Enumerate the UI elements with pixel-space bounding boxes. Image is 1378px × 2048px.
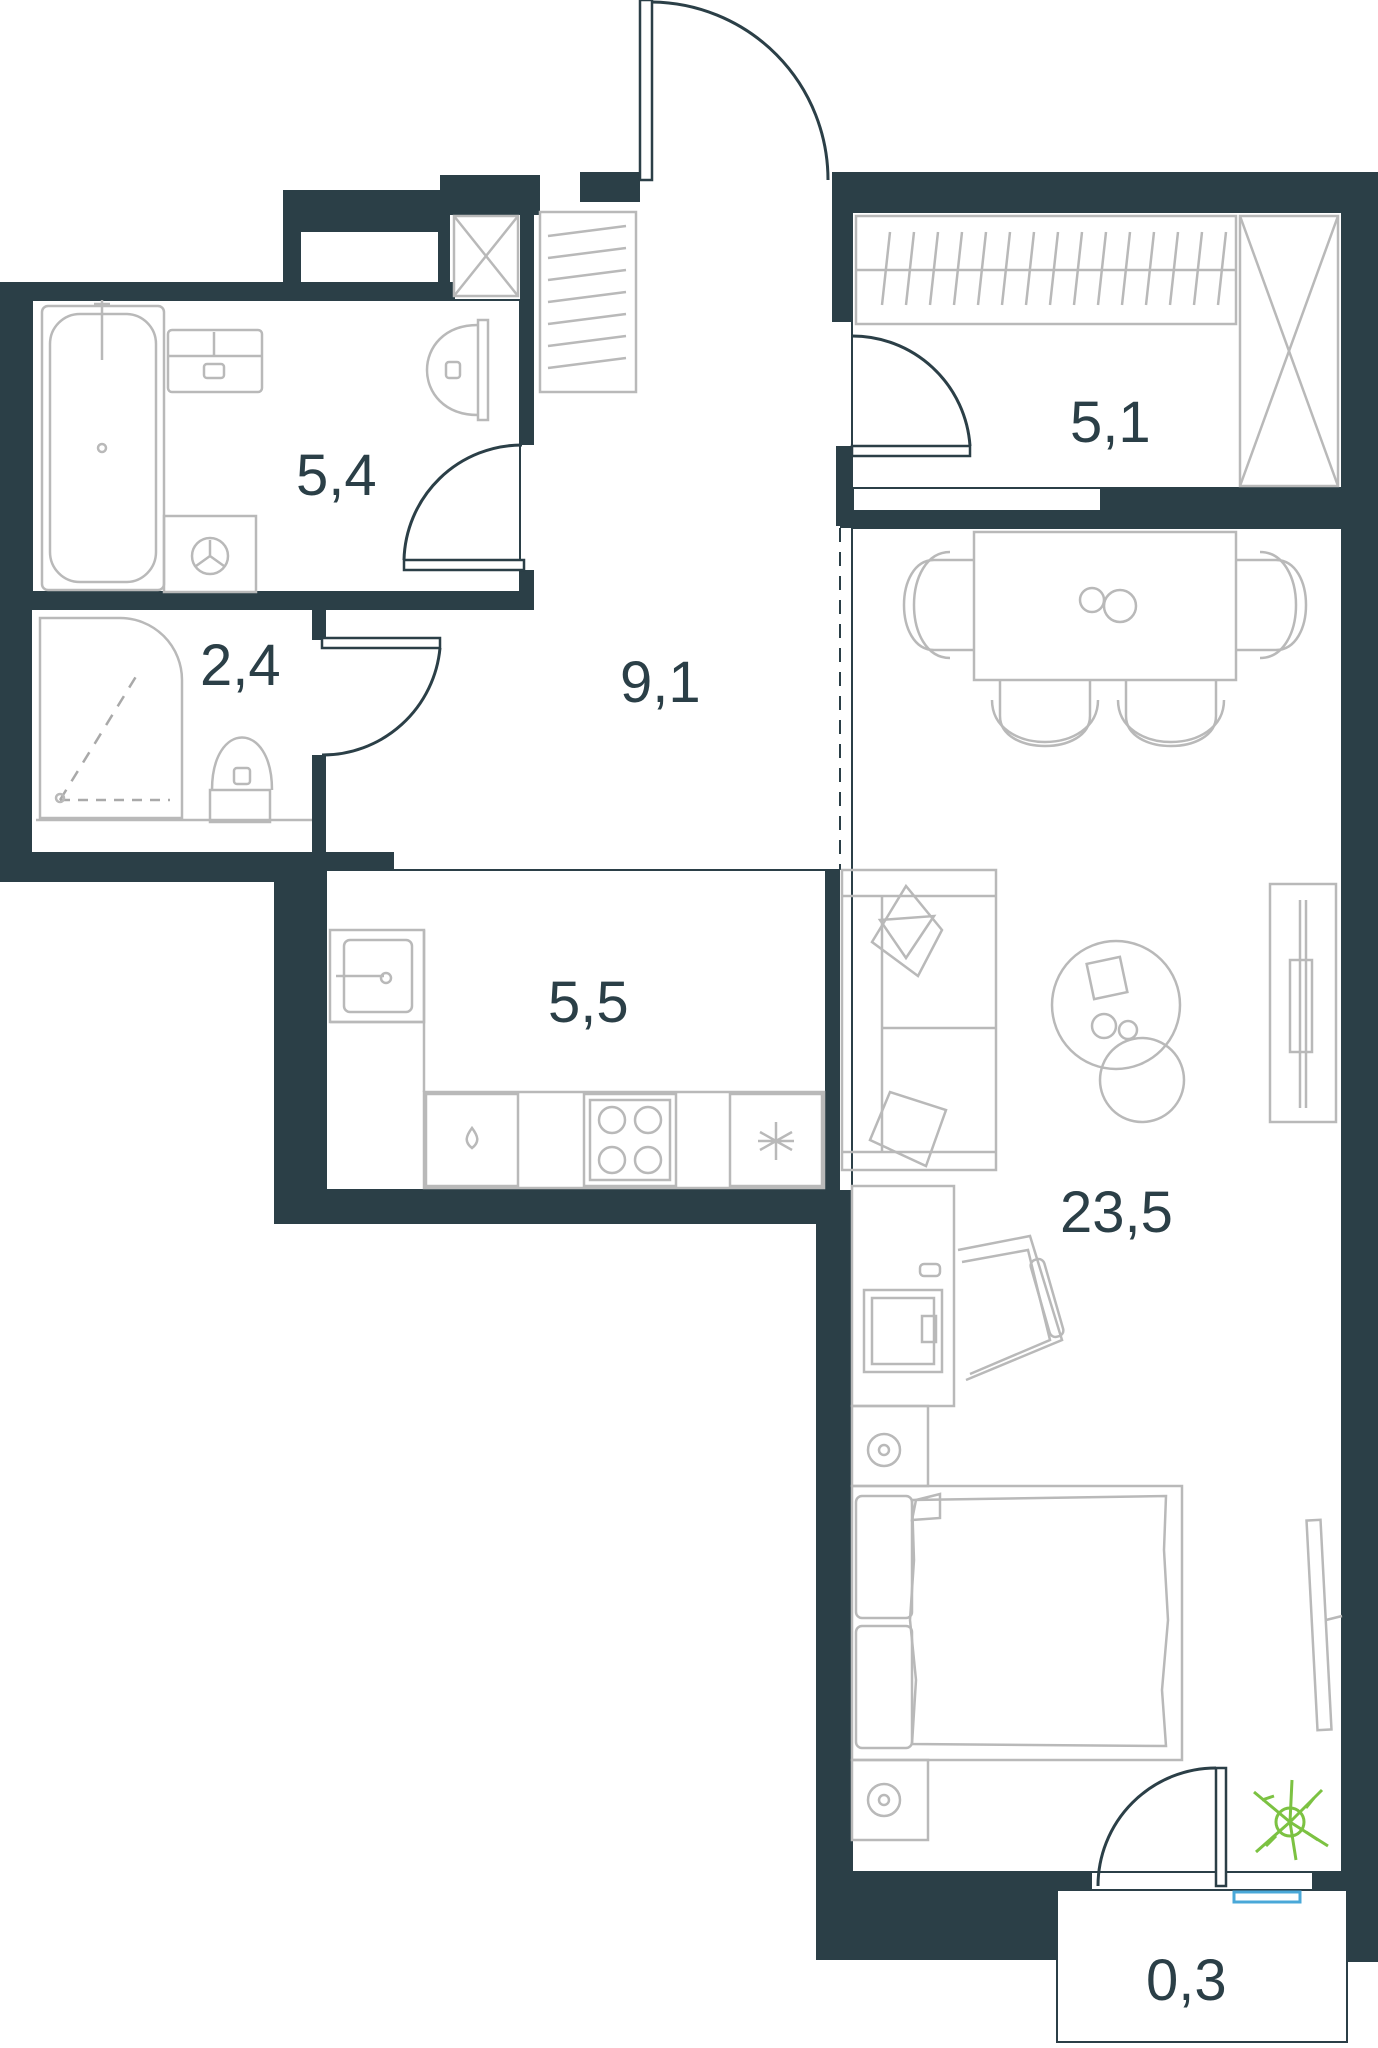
shower-cabin-icon (38, 616, 184, 820)
dining-table-icon (972, 530, 1238, 682)
hallway-area: 9,1 (620, 650, 701, 715)
sofa-icon (840, 868, 998, 1172)
bathroom-fixtures (40, 210, 638, 594)
shoe-rack-icon (538, 210, 638, 394)
shower-room-door[interactable] (320, 636, 442, 757)
washing-machine-icon (162, 514, 258, 594)
dishwasher-icon (424, 1092, 520, 1188)
bathtub-icon (40, 300, 166, 592)
walls (0, 172, 1378, 1962)
shower-room-area: 2,4 (200, 633, 281, 698)
shower-fixtures (36, 616, 312, 824)
fridge-icon (728, 1092, 824, 1188)
doors (320, 0, 1302, 1904)
interior-lines (31, 211, 1348, 2043)
chair-icon (902, 550, 974, 660)
kitchen-area: 5,5 (548, 970, 629, 1035)
coffee-table-icon (1050, 939, 1186, 1124)
toilet-icon-2 (208, 736, 274, 824)
wardrobe-door[interactable] (850, 334, 972, 458)
wardrobe-fixtures (854, 214, 1340, 488)
zone-dividers (394, 528, 841, 871)
living-furniture (840, 530, 1343, 1861)
balcony-window (1232, 1890, 1302, 1904)
chair-icon (1236, 550, 1308, 660)
wall-shelf-icon (1305, 1518, 1343, 1732)
wardrobe-area: 5,1 (1070, 390, 1151, 455)
sink-icon (166, 328, 264, 394)
tv-stand-icon (1268, 882, 1338, 1124)
bed-icon (850, 1484, 1184, 1762)
entrance-door[interactable] (638, 0, 830, 182)
bathroom-door[interactable] (402, 443, 526, 572)
clothes-rail-icon (854, 214, 1238, 326)
kitchen-fixtures (328, 928, 826, 1190)
stove-icon (582, 1092, 678, 1188)
area-labels: 5,4 2,4 9,1 5,5 5,1 23,5 0,3 (200, 390, 1227, 2013)
bathroom-area: 5,4 (296, 443, 377, 508)
plant-icon (1253, 1779, 1329, 1861)
storage-cross-icon (1238, 214, 1340, 488)
office-chair-icon (957, 1234, 1065, 1382)
balcony-area: 0,3 (1146, 1948, 1227, 2013)
living-room-area: 23,5 (1060, 1180, 1173, 1245)
balcony-door[interactable] (1096, 1766, 1228, 1888)
kitchen-counter (422, 1090, 826, 1190)
vent-shaft-icon (452, 214, 520, 298)
toilet-icon (425, 318, 490, 422)
chair-icon (990, 680, 1100, 748)
chair-icon (1116, 680, 1226, 748)
